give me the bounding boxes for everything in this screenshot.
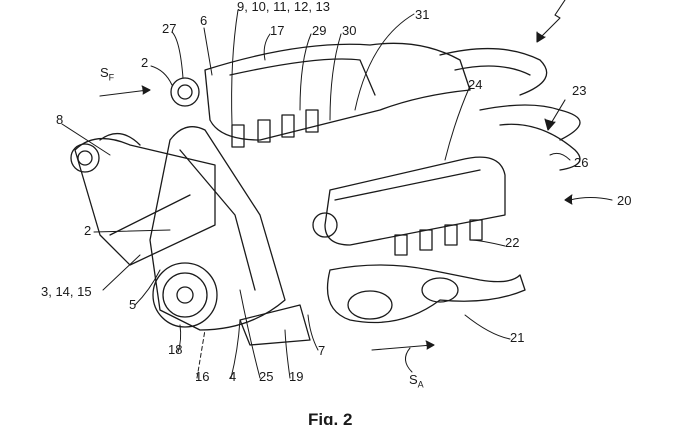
- label-5: 5: [129, 297, 137, 312]
- label-7: 7: [318, 343, 326, 358]
- throttle-body: [70, 143, 100, 173]
- label-4: 4: [229, 369, 237, 384]
- label-31: 31: [415, 7, 430, 22]
- sa-sub: A: [417, 379, 424, 390]
- label-22: 22: [505, 235, 520, 250]
- arrow-sa: [371, 344, 433, 351]
- label-3-14-15: 3, 14, 15: [41, 284, 92, 299]
- label-sf: SF: [100, 66, 114, 83]
- label-16: 16: [195, 369, 210, 384]
- leader-lines: [61, 9, 571, 379]
- throttle-body-top: [170, 77, 200, 107]
- label-27: 27: [162, 21, 177, 36]
- label-25: 25: [259, 369, 274, 384]
- pulley: [152, 262, 218, 328]
- label-2-mid: 2: [84, 223, 92, 238]
- label-24: 24: [468, 77, 483, 92]
- label-9-13: 9, 10, 11, 12, 13: [237, 0, 330, 14]
- cylinder-head-cover: [324, 156, 506, 246]
- front-cover: [149, 126, 286, 331]
- injectors: [231, 109, 483, 256]
- label-8: 8: [56, 112, 64, 127]
- flow-arrows: [99, 0, 613, 351]
- sa-main: S: [409, 372, 418, 387]
- arrow-20: [569, 196, 613, 201]
- label-21: 21: [510, 330, 525, 345]
- arrow-top-right: [539, 0, 566, 39]
- label-6: 6: [200, 13, 208, 28]
- label-sa: SA: [409, 373, 424, 390]
- label-17: 17: [270, 23, 285, 38]
- label-18: 18: [168, 342, 183, 357]
- label-20: 20: [617, 193, 632, 208]
- exhaust-pipes-rear: [439, 47, 581, 171]
- intake-plenum: [204, 42, 471, 141]
- sf-main: S: [100, 65, 109, 80]
- arrow-23: [549, 99, 566, 126]
- label-30: 30: [342, 23, 357, 38]
- label-19: 19: [289, 369, 304, 384]
- arrow-sf: [99, 89, 149, 97]
- label-23: 23: [572, 83, 587, 98]
- figure-caption: Fig. 2: [308, 410, 353, 425]
- label-29: 29: [312, 23, 327, 38]
- label-2-top: 2: [141, 55, 149, 70]
- exhaust-lower: [326, 264, 526, 324]
- left-bank: [74, 138, 216, 266]
- sf-sub: F: [108, 72, 115, 83]
- label-26: 26: [574, 155, 589, 170]
